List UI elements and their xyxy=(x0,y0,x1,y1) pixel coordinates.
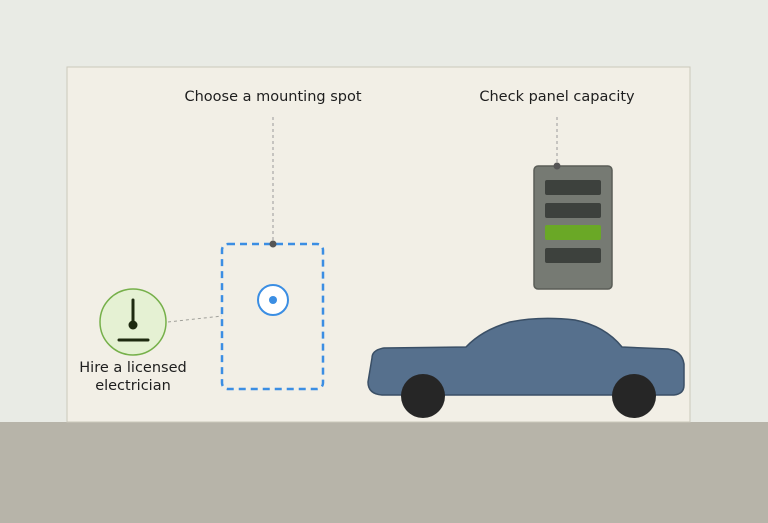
front-wheel xyxy=(401,374,445,418)
car-icon xyxy=(367,317,685,418)
electrician-label-line1: Hire a licensed xyxy=(79,360,187,376)
rear-wheel xyxy=(612,374,656,418)
panel-capacity-label: Check panel capacity xyxy=(479,89,635,105)
electrical-panel-icon xyxy=(533,165,613,290)
panel-breaker-highlighted xyxy=(545,225,601,240)
electrician-label-line2: electrician xyxy=(95,378,171,394)
electrician-tool-icon xyxy=(99,288,167,356)
panel-breaker xyxy=(545,248,601,263)
mounting-spot-label: Choose a mounting spot xyxy=(184,89,362,105)
floor xyxy=(0,422,768,523)
mounting-anchor-dot xyxy=(269,240,277,248)
panel-anchor-dot xyxy=(553,162,561,170)
panel-breaker xyxy=(545,180,601,195)
target-icon xyxy=(257,284,289,316)
electrician-label: Hire a licensed electrician xyxy=(74,359,192,395)
panel-breaker xyxy=(545,203,601,218)
